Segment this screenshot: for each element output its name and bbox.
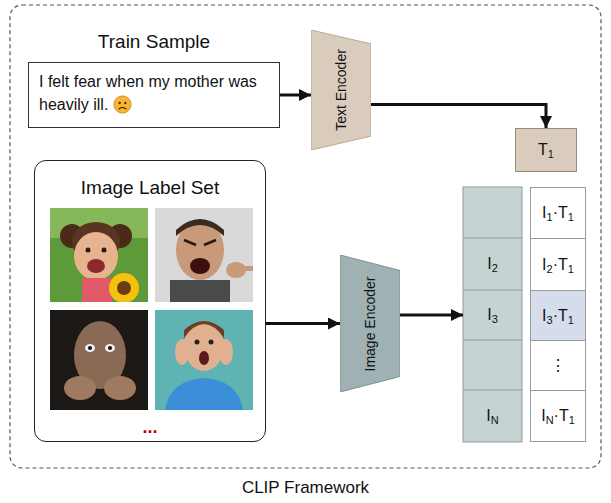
emoji-eye [118, 102, 120, 104]
cell-label: ⋮ [550, 356, 566, 375]
girl-photo-part [109, 273, 139, 302]
subscript: 3 [547, 314, 553, 326]
emoji-eye [124, 102, 126, 104]
arrow [280, 94, 311, 97]
text-embedding: T1 [515, 128, 577, 172]
sample-text: I felt fear when my mother was heavily i… [39, 73, 257, 113]
arrow [266, 322, 340, 325]
encoder-label: Text Encoder [333, 49, 349, 131]
cell-label: IN [486, 407, 498, 425]
image-embedding-column-part [463, 238, 522, 390]
fearful-face-photo-part [85, 344, 95, 352]
sample-text-box: I felt fear when my mother was heavily i… [28, 62, 280, 128]
angry-man-photo-part [176, 219, 224, 236]
subscript: 1 [569, 414, 575, 426]
cell-label: I3·T1 [542, 307, 574, 325]
subscript: N [546, 414, 554, 426]
angry-man-photo-part [184, 240, 216, 245]
cell-label: I3 [487, 306, 498, 324]
subscript: 1 [548, 148, 554, 160]
similarity-cell: IN·T1 [530, 390, 586, 442]
surprised-man-photo-part [219, 339, 233, 365]
figure-caption: CLIP Framework [0, 478, 611, 498]
cell-label: IN·T1 [541, 407, 575, 425]
cell-label: I2·T1 [542, 256, 574, 274]
girl-photo-part [82, 278, 112, 302]
fearful-face-photo-part [50, 310, 148, 410]
trapezoid-outline [340, 255, 400, 392]
image-embedding-column [463, 187, 522, 442]
subscript: 3 [492, 313, 498, 325]
cell-label: I2 [487, 255, 498, 273]
girl-photo-part [117, 281, 131, 295]
similarity-cell: I1·T1 [530, 187, 586, 239]
trapezoid-outline [311, 30, 371, 150]
worried-emoji [113, 95, 132, 114]
ellipsis-mark: ... [35, 417, 265, 437]
angry-man-photo-part [176, 220, 224, 280]
similarity-cell: ⋮ [530, 340, 586, 391]
subscript: 1 [547, 211, 553, 223]
panel-heading: Image Label Set [35, 161, 265, 199]
surprised-man-photo-part [184, 321, 224, 371]
girl-photo-part [86, 248, 91, 253]
image-embedding-column-part [463, 187, 522, 442]
text-encoder: Text Encoder [311, 30, 371, 150]
arrow [371, 104, 546, 128]
angry-man-photo-part [190, 258, 210, 274]
cell-label: I1·T1 [542, 204, 574, 222]
angry-man-photo [155, 208, 253, 302]
emoji-mouth [119, 108, 127, 110]
subscript: N [491, 414, 499, 426]
surprised-man-photo-part [175, 339, 189, 365]
subscript: 1 [568, 314, 574, 326]
surprised-man-photo-part [184, 321, 224, 338]
fearful-face-photo-part [88, 346, 92, 350]
sample-heading: Train Sample [28, 30, 280, 54]
girl-photo-part [74, 232, 118, 280]
similarity-cell: I3·T1 [530, 290, 586, 341]
emoji-face [114, 96, 131, 113]
image-encoder: Image Encoder [340, 255, 400, 392]
angry-man-photo-part [240, 266, 253, 271]
girl-photo [50, 208, 148, 302]
fearful-face-photo-part [108, 346, 112, 350]
angry-man-photo-part [170, 280, 230, 302]
outer-frame [10, 5, 601, 468]
subscript: 1 [568, 211, 574, 223]
girl-photo-part [87, 259, 105, 273]
surprised-man-photo-part [155, 310, 253, 410]
fearful-face-photo-part [104, 376, 136, 400]
fearful-face-photo [50, 310, 148, 410]
surprised-man-photo-part [195, 340, 200, 345]
surprised-man-photo-part [165, 378, 243, 410]
image-embedding: IN [463, 390, 522, 442]
encoder-label: Image Encoder [362, 276, 378, 371]
cell-label: T1 [538, 141, 554, 159]
girl-photo-part [102, 248, 107, 253]
subscript: 2 [492, 262, 498, 274]
image-embedding: I3 [463, 290, 522, 340]
image-label-panel: Image Label Set... [34, 160, 266, 442]
subscript: 2 [547, 263, 553, 275]
subscript: 1 [568, 263, 574, 275]
fearful-face-photo-part [105, 344, 115, 352]
image-embedding: I2 [463, 238, 522, 290]
surprised-man-photo-part [209, 340, 214, 345]
similarity-cell: I2·T1 [530, 238, 586, 291]
fearful-face-photo-part [64, 376, 96, 400]
surprised-man-photo [155, 310, 253, 410]
outer-frame-part [10, 5, 601, 468]
arrow [400, 314, 463, 317]
train-sample: Train Sample I felt fear when my mother w… [28, 30, 280, 128]
surprised-man-photo-part [199, 351, 209, 365]
